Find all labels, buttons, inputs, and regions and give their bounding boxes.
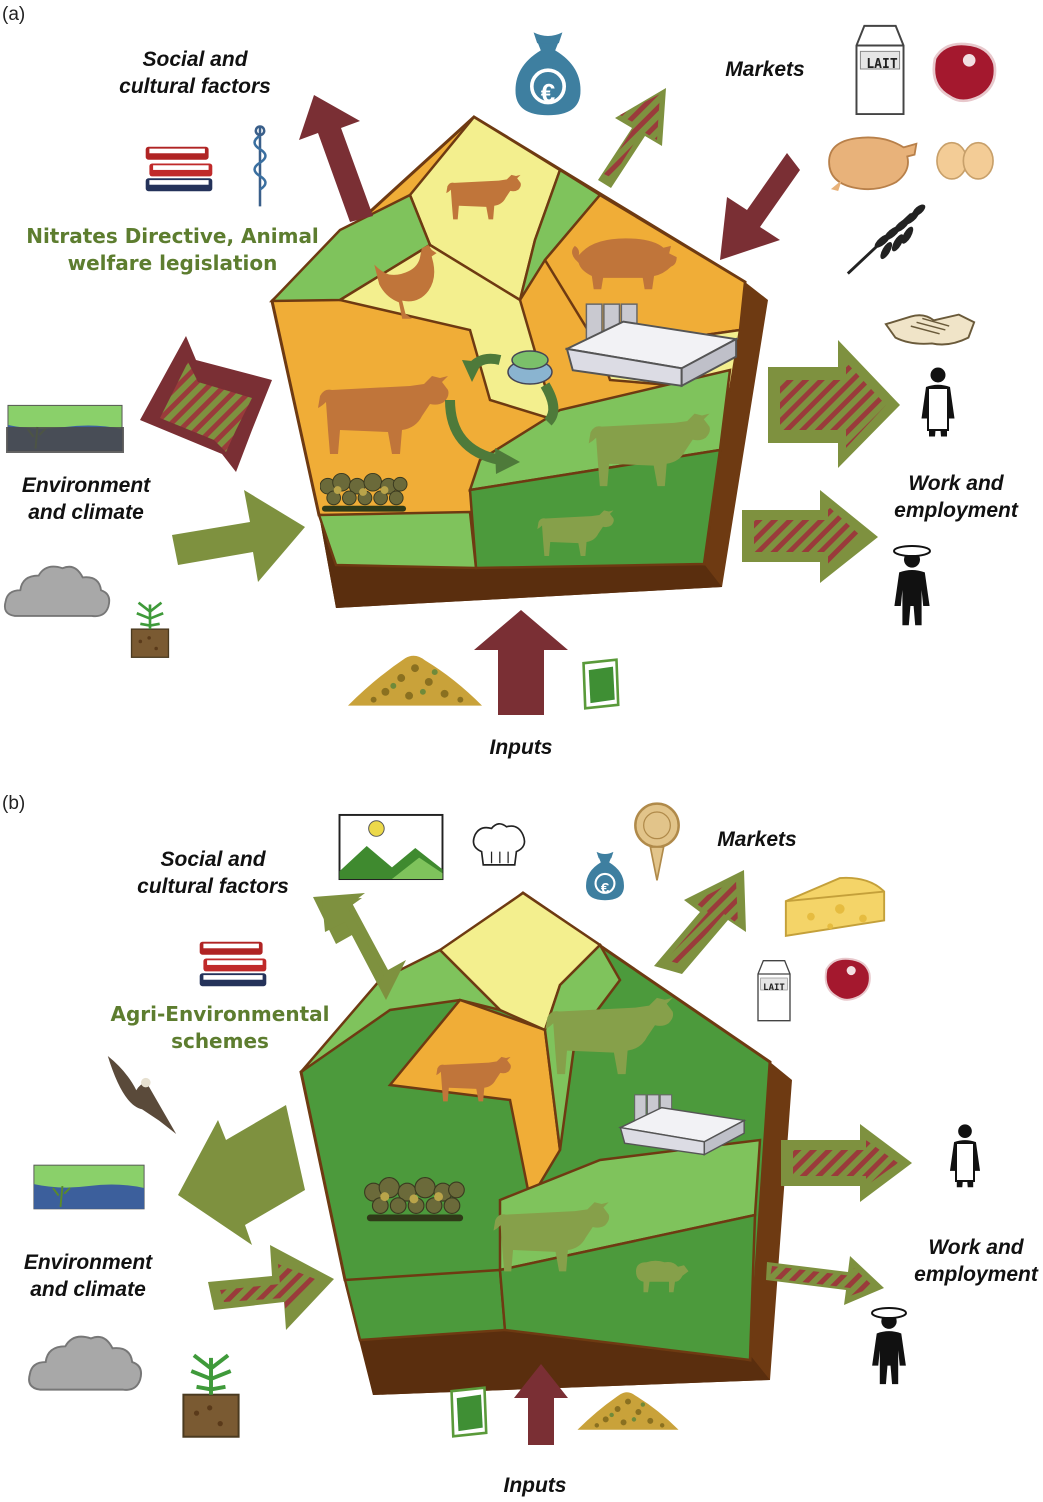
panel-a-environment-label: Environment and climate bbox=[21, 474, 151, 524]
euro-symbol: € bbox=[601, 880, 610, 897]
euro-symbol: € bbox=[541, 78, 555, 108]
farmer-hat bbox=[871, 1307, 907, 1319]
chef-hat-icon bbox=[472, 822, 526, 866]
plant-soil-icon bbox=[181, 1353, 241, 1439]
grain-pile-icon bbox=[577, 1392, 679, 1430]
panel-a: € LAIT bbox=[3, 24, 997, 715]
panel-b-social-label: Social and cultural factors bbox=[137, 848, 289, 898]
milk-carton-text: LAIT bbox=[866, 57, 897, 72]
panel-b-policy-label: Agri-Environmental schemes bbox=[110, 1002, 330, 1053]
arrow-from-markets bbox=[720, 153, 800, 260]
arrow-from-environment bbox=[172, 490, 305, 582]
eagle-icon bbox=[107, 1056, 177, 1134]
arrow-inputs bbox=[514, 1364, 568, 1445]
fertilizer-bag-icon bbox=[450, 1386, 488, 1438]
books-icon bbox=[145, 146, 213, 192]
landscape-icon bbox=[338, 813, 444, 881]
biogas-icon bbox=[445, 350, 559, 474]
fertilizer-bag-icon bbox=[582, 658, 620, 710]
cheese-icon bbox=[784, 876, 886, 937]
grain-pile-icon bbox=[347, 655, 483, 706]
panel-b-label: (b) bbox=[2, 793, 26, 814]
panel-a-social-label: Social and cultural factors bbox=[119, 48, 271, 98]
panel-a-markets-label: Markets bbox=[725, 58, 805, 81]
panel-a-inputs-label: Inputs bbox=[489, 736, 553, 759]
chicken-icon bbox=[828, 136, 918, 192]
panel-a-policy-label: Nitrates Directive, Animal welfare legis… bbox=[26, 224, 319, 275]
cloud-icon bbox=[3, 565, 111, 618]
farmer-icon bbox=[894, 551, 930, 626]
meat-icon bbox=[824, 957, 871, 1001]
cloud-icon bbox=[28, 1335, 143, 1391]
wheat-icon bbox=[846, 200, 929, 276]
worker-coat bbox=[927, 387, 949, 431]
wetland-icon bbox=[32, 1164, 146, 1210]
panel-b-markets-label: Markets bbox=[717, 828, 797, 851]
books-icon bbox=[199, 941, 267, 987]
milk-carton-text: LAIT bbox=[763, 983, 785, 993]
arrow-to-environment bbox=[178, 1105, 305, 1245]
panel-b-work-label: Work and employment bbox=[914, 1236, 1038, 1286]
meat-icon bbox=[932, 42, 997, 103]
panel-b: € LAIT bbox=[28, 802, 981, 1445]
quality-seal-icon bbox=[633, 802, 681, 882]
arrow-to-social bbox=[299, 95, 373, 222]
plant-soil-icon bbox=[130, 601, 170, 659]
handshake-icon bbox=[884, 313, 976, 346]
eggs-icon bbox=[936, 141, 994, 180]
caduceus-icon bbox=[253, 124, 267, 208]
panel-b-inputs-label: Inputs bbox=[503, 1474, 567, 1497]
panel-b-environment-label: Environment and climate bbox=[23, 1251, 153, 1301]
panel-a-work-label: Work and employment bbox=[894, 472, 1018, 522]
arrow-inputs bbox=[474, 610, 568, 715]
worker-coat bbox=[955, 1142, 975, 1182]
panel-a-label: (a) bbox=[2, 4, 26, 25]
farmer-hat bbox=[893, 545, 931, 557]
farmer-icon bbox=[872, 1313, 906, 1385]
